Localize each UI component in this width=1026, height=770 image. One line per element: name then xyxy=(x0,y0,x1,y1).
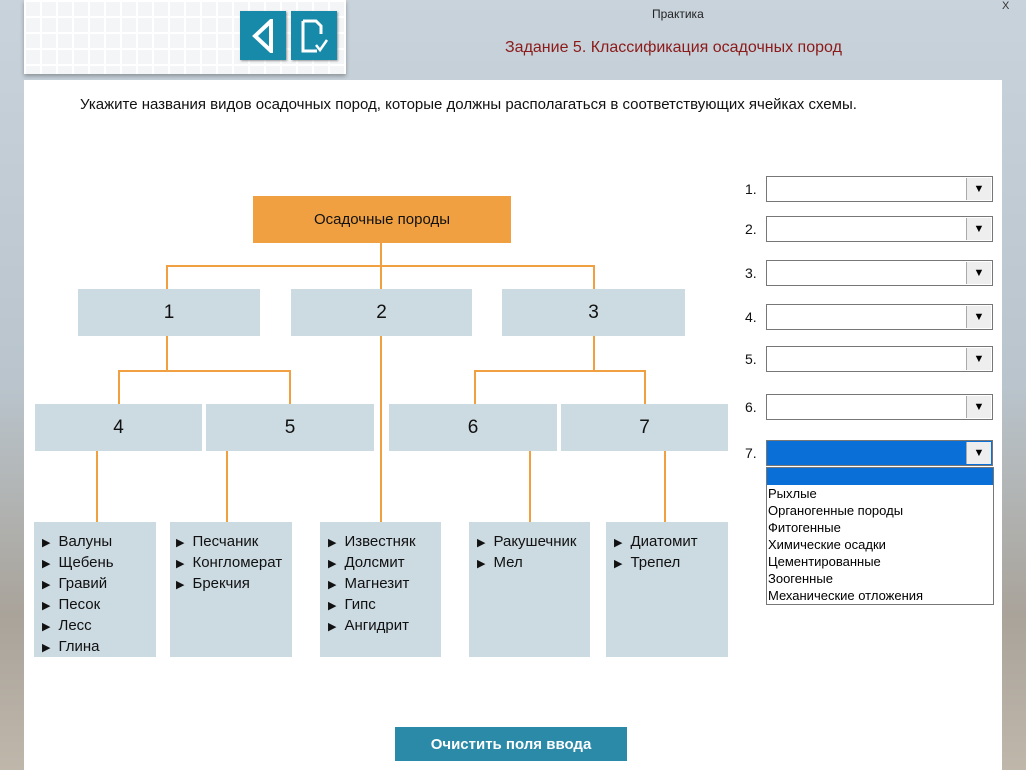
connector xyxy=(380,243,382,266)
list-item: Ангидрит xyxy=(328,616,441,637)
cell-7: 7 xyxy=(561,404,728,451)
chevron-down-icon[interactable]: ▼ xyxy=(966,178,991,200)
connector xyxy=(289,370,291,404)
chevron-down-icon[interactable]: ▼ xyxy=(966,348,991,370)
list-item: Гипс xyxy=(328,595,441,616)
cell-3: 3 xyxy=(502,289,685,336)
cell-6: 6 xyxy=(389,404,557,451)
document-check-icon xyxy=(301,19,329,52)
list-item: Диатомит xyxy=(614,532,728,553)
chevron-down-icon[interactable]: ▼ xyxy=(966,442,991,464)
list-item: Конгломерат xyxy=(176,553,292,574)
clear-fields-button[interactable]: Очистить поля ввода xyxy=(395,727,627,761)
connector xyxy=(529,451,531,522)
answer-label-6: 6. xyxy=(745,399,757,415)
dropdown-option[interactable]: Органогенные породы xyxy=(768,503,904,518)
list-item: Песчаник xyxy=(176,532,292,553)
examples-6: РакушечникМел xyxy=(469,522,590,657)
connector xyxy=(664,451,666,522)
connector xyxy=(96,451,98,522)
list-item: Магнезит xyxy=(328,574,441,595)
connector xyxy=(226,451,228,522)
answer-label-5: 5. xyxy=(745,351,757,367)
answer-label-1: 1. xyxy=(745,181,757,197)
connector xyxy=(593,336,595,371)
chevron-down-icon[interactable]: ▼ xyxy=(966,262,991,284)
list-item: Валуны xyxy=(42,532,156,553)
check-button[interactable] xyxy=(291,11,337,60)
answer-select-1[interactable]: ▼ xyxy=(766,176,993,202)
dropdown-option[interactable]: Фитогенные xyxy=(768,520,841,535)
dropdown-option[interactable]: Механические отложения xyxy=(768,588,924,603)
answer-select-3[interactable]: ▼ xyxy=(766,260,993,286)
cell-2: 2 xyxy=(291,289,472,336)
examples-4: ВалуныЩебеньГравийПесокЛессГлина xyxy=(34,522,156,657)
list-item: Известняк xyxy=(328,532,441,553)
examples-5: ПесчаникКонгломератБрекчия xyxy=(170,522,292,657)
list-item: Трепел xyxy=(614,553,728,574)
answer-select-2[interactable]: ▼ xyxy=(766,216,993,242)
cell-4: 4 xyxy=(35,404,202,451)
connector xyxy=(166,265,168,289)
chevron-down-icon[interactable]: ▼ xyxy=(966,306,991,328)
list-item: Щебень xyxy=(42,553,156,574)
back-arrow-icon xyxy=(252,18,273,53)
list-item: Долсмит xyxy=(328,553,441,574)
dropdown-list[interactable]: Рыхлые Органогенные породы Фитогенные Хи… xyxy=(766,467,994,605)
answer-label-2: 2. xyxy=(745,221,757,237)
connector xyxy=(380,266,382,522)
examples-2: ИзвестнякДолсмитМагнезитГипсАнгидрит xyxy=(320,522,441,657)
connector xyxy=(474,370,476,404)
answer-select-6[interactable]: ▼ xyxy=(766,394,993,420)
list-item: Глина xyxy=(42,637,156,658)
answer-label-3: 3. xyxy=(745,265,757,281)
answer-select-4[interactable]: ▼ xyxy=(766,304,993,330)
dropdown-option[interactable]: Рыхлые xyxy=(768,486,817,501)
list-item: Песок xyxy=(42,595,156,616)
cell-1: 1 xyxy=(78,289,260,336)
dropdown-option[interactable]: Цементированные xyxy=(768,554,881,569)
chevron-down-icon[interactable]: ▼ xyxy=(966,218,991,240)
close-button[interactable]: X xyxy=(1002,0,1010,12)
back-button[interactable] xyxy=(240,11,286,60)
connector xyxy=(118,370,120,404)
cell-5: 5 xyxy=(206,404,374,451)
root-box: Осадочные породы xyxy=(253,196,511,243)
dropdown-option[interactable]: Химические осадки xyxy=(768,537,886,552)
dropdown-option[interactable] xyxy=(767,468,993,485)
answer-select-7[interactable]: ▼ xyxy=(766,440,993,466)
connector xyxy=(474,370,646,372)
connector xyxy=(593,265,595,289)
examples-7: ДиатомитТрепел xyxy=(606,522,728,657)
dropdown-option[interactable]: Зоогенные xyxy=(768,571,833,586)
answer-label-4: 4. xyxy=(745,309,757,325)
connector xyxy=(118,370,291,372)
task-title: Задание 5. Классификация осадочных пород xyxy=(505,39,842,56)
list-item: Ракушечник xyxy=(477,532,590,553)
connector xyxy=(166,336,168,371)
connector xyxy=(644,370,646,404)
list-item: Гравий xyxy=(42,574,156,595)
instruction: Укажите названия видов осадочных пород, … xyxy=(80,96,857,113)
answer-label-7: 7. xyxy=(745,445,757,461)
list-item: Брекчия xyxy=(176,574,292,595)
answer-select-5[interactable]: ▼ xyxy=(766,346,993,372)
list-item: Мел xyxy=(477,553,590,574)
app-title: Практика xyxy=(652,7,704,21)
chevron-down-icon[interactable]: ▼ xyxy=(966,396,991,418)
list-item: Лесс xyxy=(42,616,156,637)
